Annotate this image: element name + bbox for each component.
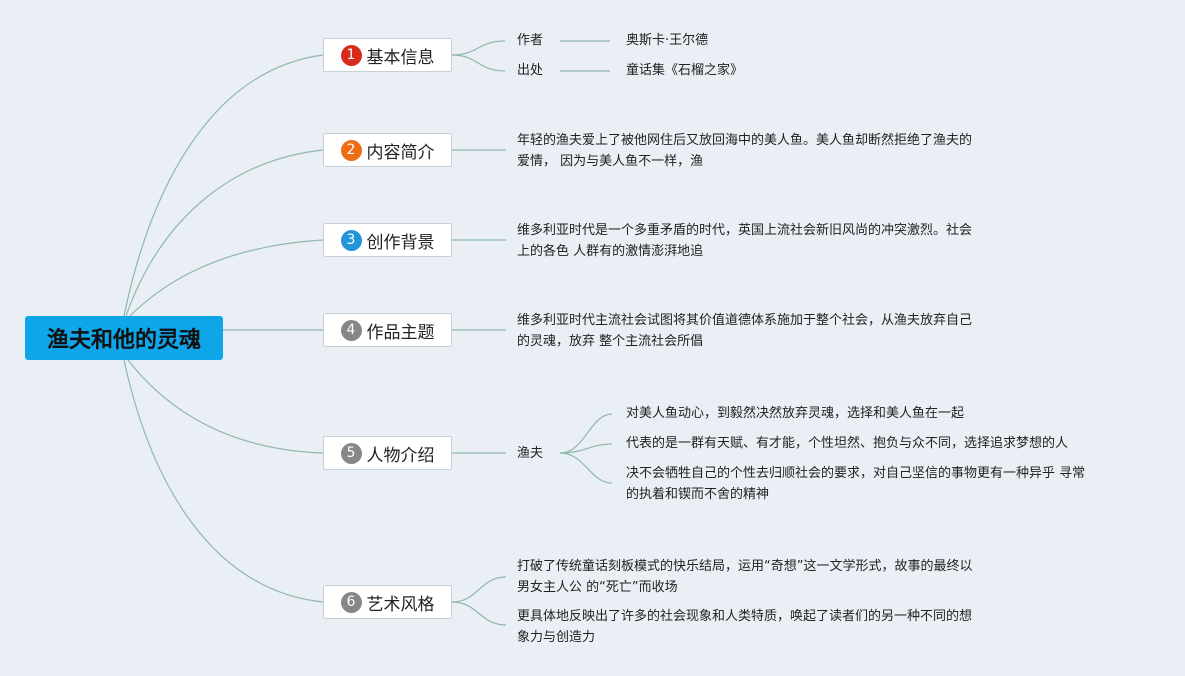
- style-line-1: [451, 576, 507, 603]
- root-to-branch-lines: [123, 54, 324, 603]
- branch-background[interactable]: 3 创作背景: [323, 223, 452, 257]
- style-line-2: [451, 601, 507, 626]
- root-topic[interactable]: 渔夫和他的灵魂: [25, 316, 223, 360]
- branch-label: 基本信息: [366, 47, 435, 68]
- character-fisherman[interactable]: 渔夫: [517, 446, 544, 461]
- number-badge-4: 4: [340, 319, 362, 341]
- number-badge-2: 2: [340, 139, 362, 161]
- branch-summary[interactable]: 2 内容简介: [323, 133, 452, 167]
- text-line: 决不会牺牲自己的个性去归顺社会的要求，对自己坚信的事物更有一种异乎 寻常: [626, 466, 1086, 481]
- branch-line-3: [127, 239, 324, 319]
- text-line: 对美人鱼动心，到毅然决然放弃灵魂，选择和美人鱼在一起: [626, 406, 965, 421]
- branch-line-2: [125, 149, 324, 317]
- branch-label: 内容简介: [366, 142, 435, 163]
- number-badge-6: 6: [340, 591, 362, 613]
- leaf-source-value[interactable]: 童话集《石榴之家》: [626, 63, 744, 78]
- text-line: 维多利亚时代是一个多重矛盾的时代，英国上流社会新旧风尚的冲突激烈。社会: [517, 223, 973, 238]
- branch-line-5: [127, 359, 324, 454]
- leaf-source-label[interactable]: 出处: [517, 63, 544, 78]
- summary-text[interactable]: 年轻的渔夫爱上了被他网住后又放回海中的美人鱼。美人鱼却断然拒绝了渔夫的 爱情， …: [517, 130, 972, 172]
- text-line: 维多利亚时代主流社会试图将其价值道德体系施加于整个社会，从渔夫放弃自己: [517, 313, 973, 328]
- branch-label: 作品主题: [366, 322, 435, 343]
- style-point-1[interactable]: 打破了传统童话刻板模式的快乐结局，运用“奇想”这一文学形式，故事的最终以 男女主…: [517, 556, 972, 598]
- style-point-2[interactable]: 更具体地反映出了许多的社会现象和人类特质，唤起了读者们的另一种不同的想 象力与创…: [517, 606, 972, 648]
- text-line: 上的各色 人群有的激情澎湃地追: [517, 244, 704, 259]
- leaf-line-author: [451, 40, 506, 56]
- char-line-3: [559, 452, 613, 484]
- text-line: 更具体地反映出了许多的社会现象和人类特质，唤起了读者们的另一种不同的想: [517, 609, 973, 624]
- text-line: 年轻的渔夫爱上了被他网住后又放回海中的美人鱼。美人鱼却断然拒绝了渔夫的: [517, 133, 973, 148]
- number-badge-3: 3: [340, 229, 362, 251]
- branch-to-leaf-lines: [451, 40, 613, 626]
- branch-art-style[interactable]: 6 艺术风格: [323, 585, 452, 619]
- text-line: 代表的是一群有天赋、有才能，个性坦然、抱负与众不同，选择追求梦想的人: [626, 436, 1069, 451]
- branch-basic-info[interactable]: 1 基本信息: [323, 38, 452, 72]
- number-badge-1: 1: [340, 44, 362, 66]
- branch-label: 创作背景: [366, 232, 435, 253]
- branch-label: 艺术风格: [366, 594, 435, 615]
- text-line: 象力与创造力: [517, 630, 596, 645]
- number-badge-5: 5: [340, 442, 362, 464]
- character-trait-3[interactable]: 决不会牺牲自己的个性去归顺社会的要求，对自己坚信的事物更有一种异乎 寻常 的执着…: [626, 463, 1085, 505]
- branch-line-6: [123, 359, 324, 603]
- char-line-2: [559, 443, 613, 454]
- branch-characters[interactable]: 5 人物介绍: [323, 436, 452, 470]
- leaf-author-label[interactable]: 作者: [517, 33, 544, 48]
- character-trait-1[interactable]: 对美人鱼动心，到毅然决然放弃灵魂，选择和美人鱼在一起: [626, 403, 964, 424]
- char-line-1: [559, 413, 613, 454]
- leaf-author-value[interactable]: 奥斯卡·王尔德: [626, 33, 709, 48]
- leaf-line-source: [451, 54, 506, 72]
- text-line: 爱情， 因为与美人鱼不一样，渔: [517, 154, 704, 169]
- branch-line-1: [123, 54, 324, 317]
- text-line: 的执着和锲而不舍的精神: [626, 487, 770, 502]
- branch-label: 人物介绍: [366, 445, 435, 466]
- background-text[interactable]: 维多利亚时代是一个多重矛盾的时代，英国上流社会新旧风尚的冲突激烈。社会 上的各色…: [517, 220, 972, 262]
- text-line: 的灵魂，放弃 整个主流社会所倡: [517, 334, 704, 349]
- character-trait-2[interactable]: 代表的是一群有天赋、有才能，个性坦然、抱负与众不同，选择追求梦想的人: [626, 433, 1068, 454]
- text-line: 男女主人公 的“死亡”而收场: [517, 580, 678, 595]
- theme-text[interactable]: 维多利亚时代主流社会试图将其价值道德体系施加于整个社会，从渔夫放弃自己 的灵魂，…: [517, 310, 972, 352]
- text-line: 打破了传统童话刻板模式的快乐结局，运用“奇想”这一文学形式，故事的最终以: [517, 559, 973, 574]
- branch-theme[interactable]: 4 作品主题: [323, 313, 452, 347]
